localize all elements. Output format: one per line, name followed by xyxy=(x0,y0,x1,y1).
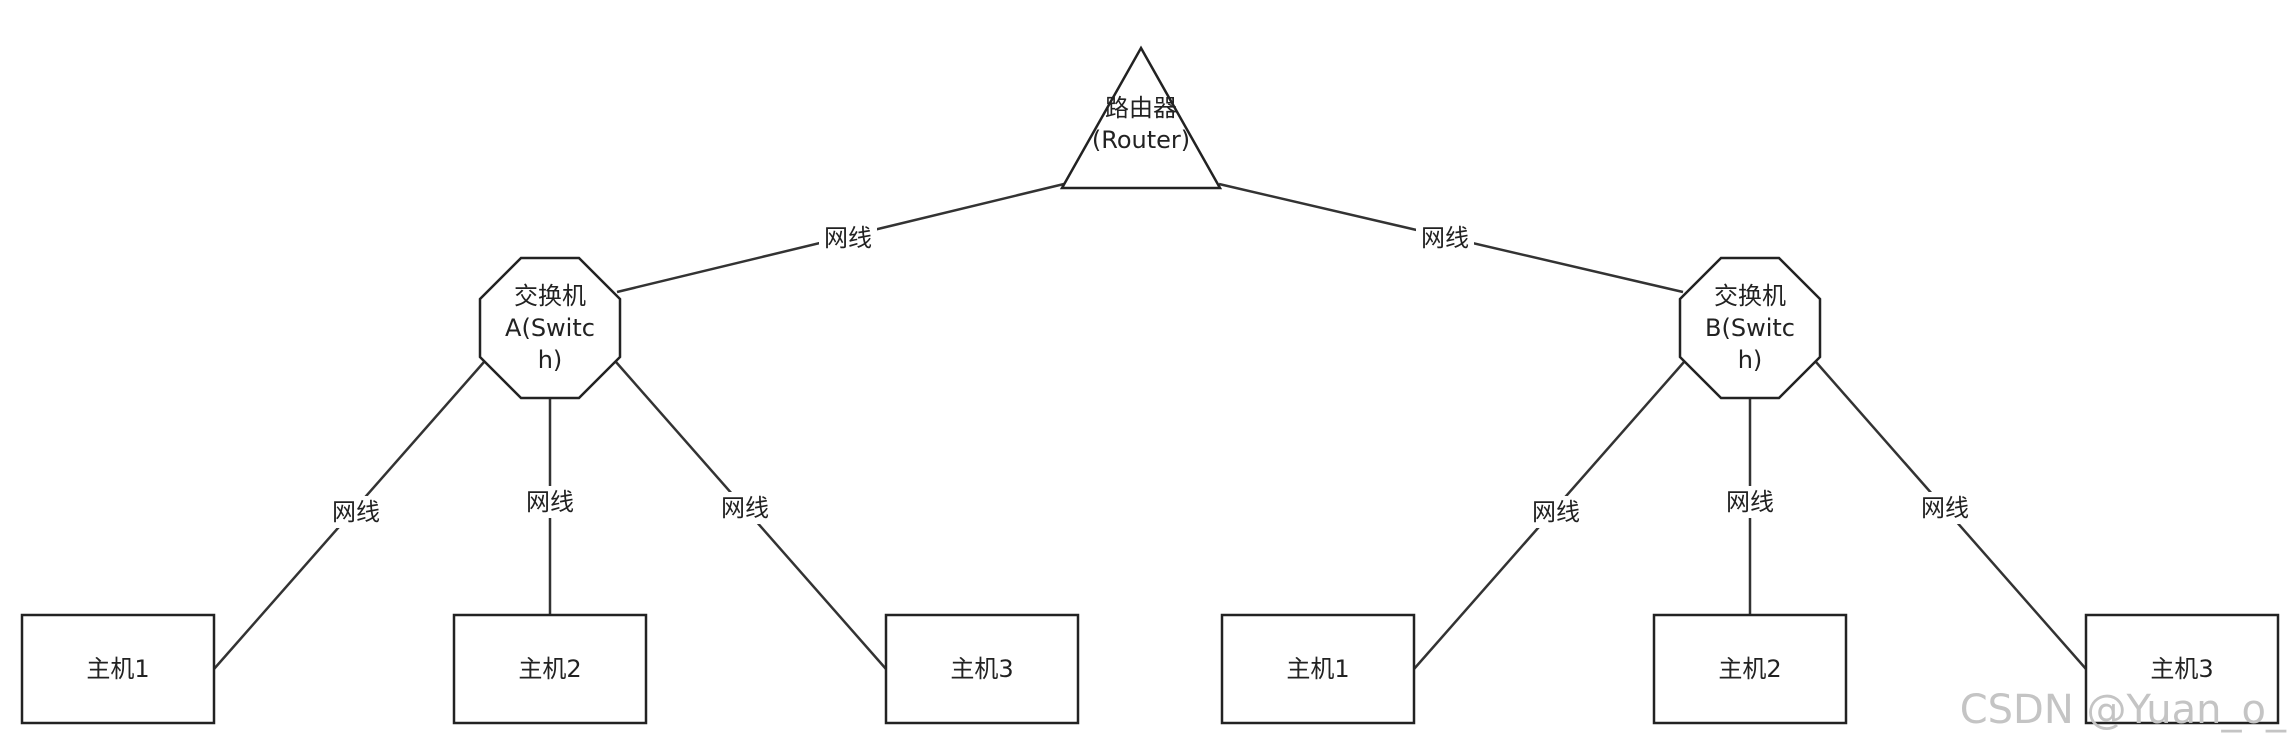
octagon-shape xyxy=(1678,256,1822,400)
node-host-a2: 主机2 xyxy=(452,613,648,725)
rectangle-shape xyxy=(1220,613,1416,725)
node-label-line: 交换机 xyxy=(1714,282,1786,310)
edge-switch-b-host-2: 网线 xyxy=(1721,398,1779,615)
node-switch-a: 交换机 A(Switc h) xyxy=(478,256,622,400)
edge-label-background xyxy=(1721,486,1779,518)
edge-switch-a-host-1: 网线 xyxy=(213,361,485,670)
rectangle-shape xyxy=(20,613,216,725)
edge-label: 网线 xyxy=(1532,498,1580,526)
node-label-line: 主机1 xyxy=(1286,655,1349,683)
edge-router-switch-a: 网线 xyxy=(616,182,1065,294)
edge-switch-a-host-3: 网线 xyxy=(615,361,887,670)
node-switch-b: 交换机 B(Switc h) xyxy=(1678,256,1822,400)
edge-switch-b-host-3: 网线 xyxy=(1815,361,2087,670)
edge-label: 网线 xyxy=(1921,494,1969,522)
rectangle-shape xyxy=(452,613,648,725)
edge-router-switch-b: 网线 xyxy=(1218,182,1684,294)
node-label-line: h) xyxy=(1738,346,1763,374)
edge-label: 网线 xyxy=(824,224,872,252)
rectangle-shape xyxy=(1652,613,1848,725)
nodes-layer: 路由器 (Router) 交换机 A(Switc h) 交换机 B(Switc h) 主机1 主机… xyxy=(20,45,2280,725)
edge-label-background xyxy=(521,486,579,518)
triangle-shape xyxy=(1059,45,1223,190)
node-label-line: 主机3 xyxy=(2150,655,2213,683)
edge-switch-b-host-1: 网线 xyxy=(1413,361,1685,670)
node-host-a1: 主机1 xyxy=(20,613,216,725)
edge-label-background xyxy=(1916,492,1974,524)
node-label-line: 主机3 xyxy=(950,655,1013,683)
rectangle-shape xyxy=(2084,613,2280,725)
node-label-line: 路由器 xyxy=(1105,94,1177,122)
edge-label-background xyxy=(819,222,877,254)
node-host-b2: 主机2 xyxy=(1652,613,1848,725)
rectangle-shape xyxy=(884,613,1080,725)
edge-label: 网线 xyxy=(721,494,769,522)
edge-label: 网线 xyxy=(332,498,380,526)
edge-label-background xyxy=(716,492,774,524)
node-label-line: 主机1 xyxy=(86,655,149,683)
edge-label: 网线 xyxy=(1421,224,1469,252)
edges-layer: 网线网线网线网线网线网线网线网线 xyxy=(213,182,2087,670)
edge-label: 网线 xyxy=(526,488,574,516)
edge-switch-a-host-2: 网线 xyxy=(521,398,579,615)
node-label-line: 交换机 xyxy=(514,282,586,310)
node-host-a3: 主机3 xyxy=(884,613,1080,725)
node-label-line: (Router) xyxy=(1092,126,1190,154)
octagon-shape xyxy=(478,256,622,400)
node-host-b1: 主机1 xyxy=(1220,613,1416,725)
node-host-b3: 主机3 xyxy=(2084,613,2280,725)
edge-label-background xyxy=(1416,222,1474,254)
node-router: 路由器 (Router) xyxy=(1059,45,1223,190)
watermark: CSDN @Yuan_o_ xyxy=(1960,687,2287,733)
edge-label-background xyxy=(1527,496,1585,528)
node-label-line: A(Switc xyxy=(505,314,595,342)
node-label-line: B(Switc xyxy=(1705,314,1795,342)
node-label-line: 主机2 xyxy=(1718,655,1781,683)
node-label-line: 主机2 xyxy=(518,655,581,683)
edge-label-background xyxy=(327,496,385,528)
node-label-line: h) xyxy=(538,346,563,374)
edge-label: 网线 xyxy=(1726,488,1774,516)
